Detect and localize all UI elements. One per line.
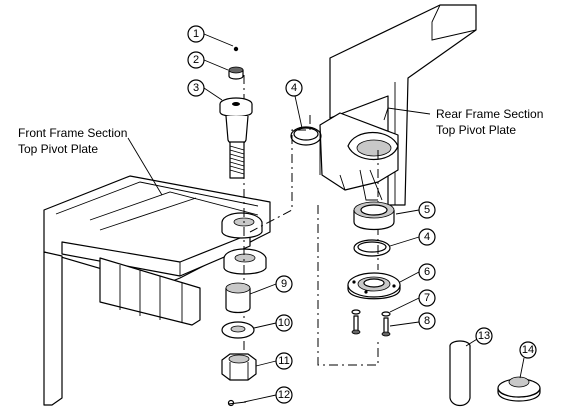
callout-13: 13 bbox=[475, 327, 493, 345]
part-8-bolts bbox=[351, 315, 391, 337]
part-3-pivot-pin bbox=[219, 97, 253, 179]
callout-3-number: 3 bbox=[193, 82, 199, 94]
part-4-upper-shim-ring bbox=[290, 126, 322, 146]
callout-6-number: 6 bbox=[424, 266, 430, 278]
callout-9: 9 bbox=[275, 275, 293, 293]
callout-10: 10 bbox=[275, 314, 293, 332]
callout-leaders bbox=[203, 33, 525, 403]
callout-11-number: 11 bbox=[278, 355, 289, 367]
callout-2-number: 2 bbox=[193, 54, 199, 66]
part-10-washer bbox=[221, 321, 255, 339]
part-5-bushing bbox=[353, 201, 395, 231]
callout-8: 8 bbox=[418, 312, 436, 330]
part-9-spacer-bushing bbox=[225, 282, 251, 314]
part-2-grease-fitting bbox=[228, 66, 244, 80]
front-frame-section bbox=[43, 175, 271, 406]
callout-11: 11 bbox=[275, 352, 293, 370]
callout-3: 3 bbox=[187, 79, 205, 97]
callout-14-number: 14 bbox=[522, 344, 534, 356]
rear-frame-label: Rear Frame Section Top Pivot Plate bbox=[436, 107, 543, 137]
callout-4-lower-number: 4 bbox=[424, 231, 430, 243]
callout-1: 1 bbox=[187, 25, 205, 43]
callout-9-number: 9 bbox=[281, 278, 287, 290]
part-1-grease-fitting-tip bbox=[233, 46, 239, 52]
rear-frame-label-line-2: Top Pivot Plate bbox=[436, 123, 516, 137]
front-frame-label: Front Frame Section Top Pivot Plate bbox=[18, 126, 127, 156]
callout-6: 6 bbox=[418, 263, 436, 281]
callout-5: 5 bbox=[418, 201, 436, 219]
callout-2: 2 bbox=[187, 51, 205, 69]
rear-frame-label-line-1: Rear Frame Section bbox=[436, 107, 543, 121]
front-frame-label-line-2: Top Pivot Plate bbox=[18, 142, 98, 156]
callout-5-number: 5 bbox=[424, 204, 430, 216]
callout-7: 7 bbox=[418, 289, 436, 307]
callout-13-number: 13 bbox=[478, 330, 490, 342]
callout-12-number: 12 bbox=[278, 389, 290, 401]
callout-10-number: 10 bbox=[278, 317, 290, 329]
callout-4-upper: 4 bbox=[285, 79, 303, 97]
front-frame-label-line-1: Front Frame Section bbox=[18, 126, 127, 140]
part-7-lock-washers bbox=[351, 309, 391, 317]
part-12-cotter-pin bbox=[227, 399, 247, 407]
rear-frame-section bbox=[319, 4, 477, 206]
part-13-pivot-sleeve bbox=[449, 340, 471, 407]
part-6-flange-bearing bbox=[347, 272, 401, 300]
callout-4-lower: 4 bbox=[418, 228, 436, 246]
part-14-seal bbox=[497, 376, 541, 402]
part-4-lower-shim-ring bbox=[353, 239, 391, 257]
callout-7-number: 7 bbox=[424, 292, 430, 304]
callout-8-number: 8 bbox=[424, 315, 430, 327]
callout-12: 12 bbox=[275, 386, 293, 404]
callout-1-number: 1 bbox=[193, 28, 199, 40]
callout-4-upper-number: 4 bbox=[291, 82, 297, 94]
part-11-hex-nut bbox=[221, 353, 257, 381]
callout-14: 14 bbox=[519, 341, 537, 359]
